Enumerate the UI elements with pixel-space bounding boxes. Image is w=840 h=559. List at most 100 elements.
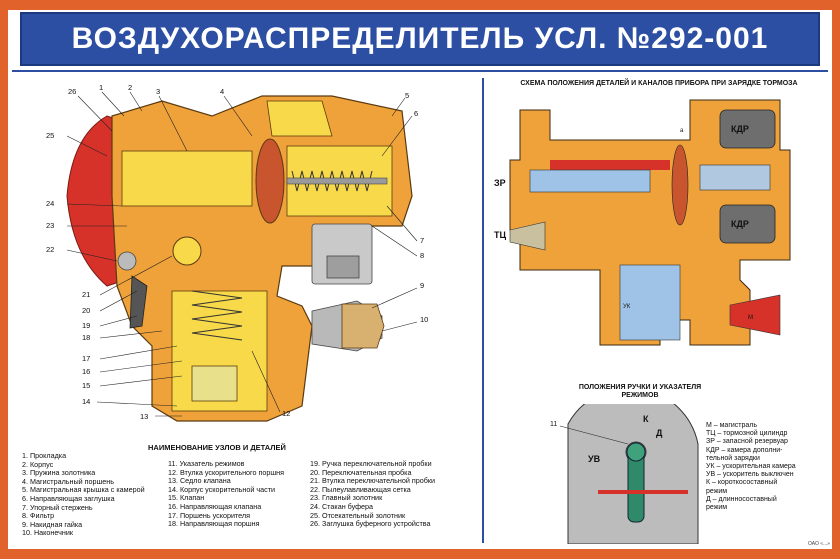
abbreviations-list: М – магистраль ТЦ – тормозной цилиндр ЗР… [706,422,796,512]
valve-seat [191,365,238,402]
legend-item: 23. Главный золотник [310,493,383,503]
callout-5: 5 [405,91,409,100]
callout-7: 7 [420,236,424,245]
legend-column-2: 11. Указатель режимов 12. Втулка ускорит… [168,459,285,529]
main-channel [550,160,670,170]
legend-item: 20. Переключательная пробка [310,467,412,477]
legend-item: 1. Прокладка [22,451,67,460]
label-a: а [680,128,684,134]
label-zr: ЗР [494,178,506,188]
callout-16: 16 [82,367,90,376]
abbreviation-item: М – магистраль [706,422,758,429]
legend-item: 6. Направляющая заглушка [22,493,115,503]
callout-1: 1 [99,83,103,92]
callout-8: 8 [420,251,424,260]
abbreviation-item: ТЦ – тормозной цилиндр [706,430,788,438]
frame-border-right [832,0,840,559]
label-tc: ТЦ [494,230,506,240]
legend-item: 24. Стакан буфера [310,501,374,511]
legend-item: 17. Поршень ускорителя [168,510,251,520]
mode-handle [627,451,645,523]
label-kdr-1: КДР [731,124,749,134]
callout-15: 15 [82,381,90,390]
callout-22: 22 [46,245,54,254]
callout-numbers: 26 1 2 3 4 5 6 7 8 9 10 12 13 14 15 16 1… [46,83,428,421]
callout-24: 24 [46,199,54,208]
legend-heading: НАИМЕНОВАНИЕ УЗЛОВ И ДЕТАЛЕЙ [148,443,286,452]
switch-plug [172,236,202,266]
frame-border-top [0,0,840,10]
label-uv: УВ [588,454,601,464]
channel-scheme: ЗР ТЦ КДР КДР М УК а [494,99,791,346]
callout-2: 2 [128,83,132,92]
callout-11: 11 [550,421,557,428]
legend-item: 16. Направляющая клапана [168,501,262,511]
cutaway-drawing [66,91,418,422]
legend-item: 15. Клапан [168,493,205,503]
scheme-spring [699,164,771,191]
frame-border-left [0,0,8,559]
buffer-cap [66,115,123,287]
label-m: М [748,315,753,321]
main-spring [291,170,373,192]
main-piston [255,138,285,224]
callout-20: 20 [82,306,90,315]
switch-handle [129,275,148,329]
legend-item: 11. Указатель режимов [168,459,245,468]
callout-4: 4 [220,87,224,96]
filter-nut [326,255,360,279]
label-kdr-2: КДР [731,219,749,229]
label-uk: УК [623,304,631,310]
legend-item: 26. Заглушка буферного устройства [310,519,431,529]
callout-18: 18 [82,333,90,342]
dust-screen [117,251,137,271]
legend-item: 2. Корпус [22,459,54,469]
callout-10: 10 [420,315,428,324]
handle-knob [626,442,646,462]
frame-border-bottom [0,549,840,559]
callout-26: 26 [68,87,76,96]
kdr-chamber-2 [719,204,776,244]
callout-23: 23 [46,221,54,230]
legend-item: 14. Корпус ускорительной части [168,484,276,494]
spool-section [529,169,651,193]
abbreviation-item: УК – ускорительная камера [706,463,796,471]
legend-item: 10. Наконечник [22,528,74,538]
legend-item: 25. Отсекательный золотник [310,510,406,520]
legend-column-3: 19. Ручка переключательной пробки 20. Пе… [310,459,435,529]
callout-25: 25 [46,131,54,140]
publisher-logo: ОАО «...» [808,541,831,547]
union-nut [341,303,385,349]
legend-item: 8. Фильтр [22,511,55,521]
callout-19: 19 [82,321,90,330]
callout-13: 13 [140,412,148,421]
legend-item: 3. Пружина золотника [22,468,96,478]
legend-column-1: 1. Прокладка 2. Корпус 3. Пружина золотн… [22,451,145,538]
label-d: Д [656,428,663,438]
kdr-chamber-1 [719,109,776,149]
abbreviation-item: К – короткосоставный [706,479,778,487]
title-underline [12,70,828,72]
legend-item: 12. Втулка ускорительного поршня [168,467,285,477]
guide-rod [286,177,388,185]
abbreviation-item: УВ – ускоритель выключен [706,471,794,479]
callout-6: 6 [414,109,418,118]
legend-item: 5. Магистральная крышка с камерой [22,485,145,495]
spool-cavity [121,150,253,207]
accelerator-spring [191,290,243,341]
scheme-heading: СХЕМА ПОЛОЖЕНИЯ ДЕТАЛЕЙ И КАНАЛОВ ПРИБОР… [520,80,798,87]
abbreviation-item: режим [706,487,728,495]
mode-indicator: К Д УВ 11 [550,404,699,544]
abbreviation-item: Д – длинносоставный [706,495,777,503]
legend-item: 4. Магистральный поршень [22,476,115,486]
callout-21: 21 [82,290,90,299]
vertical-divider [482,78,484,543]
abbreviation-item: тельной зарядки [706,454,760,462]
legend-item: 9. Накидная гайка [22,519,83,529]
leader-lines [66,91,418,417]
abbreviation-item: ЗР – запасной резервуар [706,438,788,446]
legend-item: 19. Ручка переключательной пробки [310,459,432,468]
label-k: К [643,414,649,424]
upper-cavity [266,100,333,137]
